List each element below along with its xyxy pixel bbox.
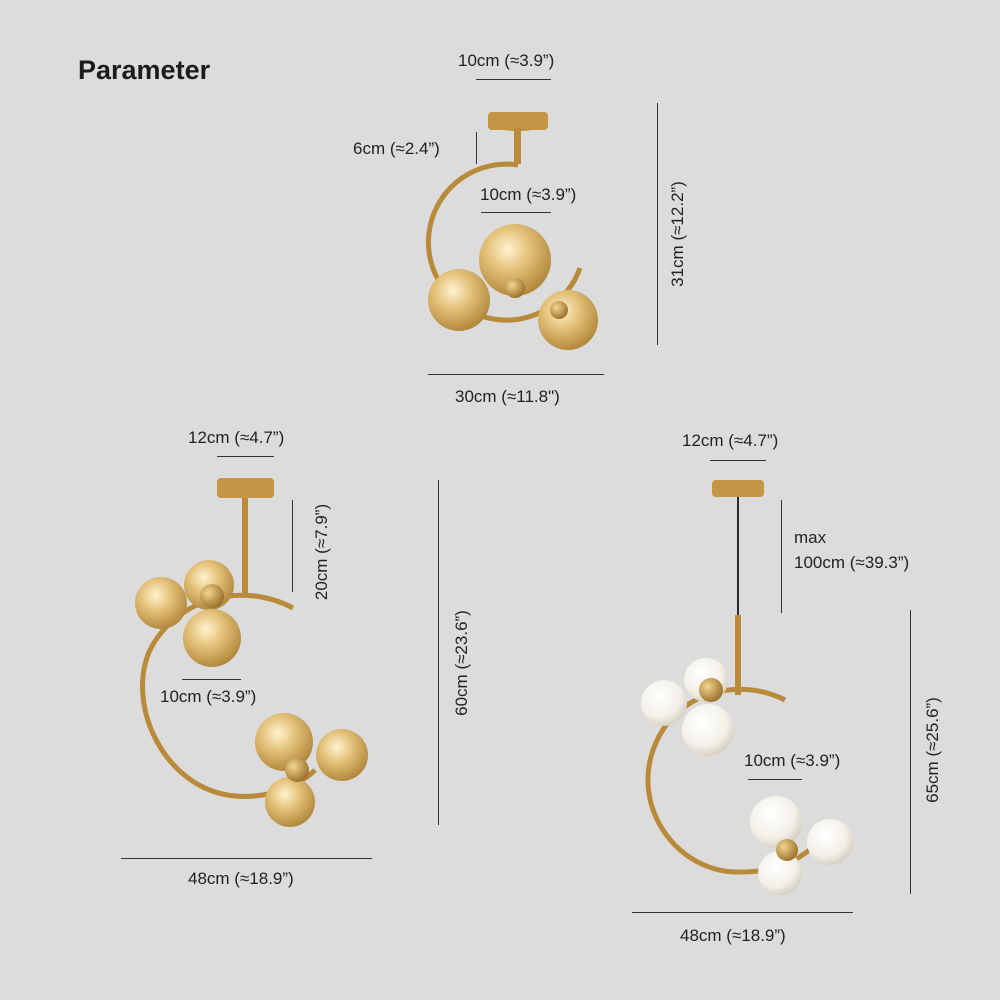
socket xyxy=(550,301,568,319)
width-dimension-line xyxy=(632,912,853,913)
width-dimension-label: 48cm (≈18.9”) xyxy=(680,926,786,945)
stem-dimension-label: 6cm (≈2.4”) xyxy=(353,139,440,158)
canopy-dimension-line xyxy=(217,456,274,457)
socket xyxy=(776,839,798,861)
globe-dimension-line xyxy=(748,779,802,780)
globe-dimension-label: 10cm (≈3.9”) xyxy=(480,185,577,204)
rod-dimension-line xyxy=(292,500,293,592)
height-dimension-label: 65cm (≈25.6”) xyxy=(923,697,942,803)
canopy-dimension-line xyxy=(476,79,551,80)
canopy xyxy=(217,478,274,498)
globe-dimension-line xyxy=(481,212,551,213)
cord-prefix-label: max xyxy=(794,528,827,547)
width-dimension-line xyxy=(121,858,372,859)
opal-globe xyxy=(758,851,802,895)
socket xyxy=(200,584,224,608)
width-dimension-label: 30cm (≈11.8") xyxy=(455,387,560,406)
page-title: Parameter xyxy=(78,55,211,85)
globe-dimension-label: 10cm (≈3.9”) xyxy=(744,751,841,770)
canopy-plate xyxy=(488,112,548,130)
amber-globe xyxy=(538,290,598,350)
amber-globe xyxy=(135,577,187,629)
rod-pendant-lamp xyxy=(135,478,368,827)
socket xyxy=(285,758,309,782)
width-dimension-line xyxy=(428,374,604,375)
amber-globe xyxy=(316,729,368,781)
amber-globe xyxy=(265,777,315,827)
rod xyxy=(242,498,248,594)
height-dimension-line xyxy=(910,610,911,894)
socket xyxy=(505,278,525,298)
canopy-dimension-label: 12cm (≈4.7”) xyxy=(188,428,285,447)
amber-globe xyxy=(183,609,241,667)
canopy-dimension-line xyxy=(710,460,766,461)
opal-globe xyxy=(750,796,802,848)
height-dimension-line xyxy=(438,480,439,825)
opal-globe xyxy=(641,680,687,726)
semi-flush-lamp xyxy=(425,112,598,350)
cord-pendant-lamp xyxy=(641,480,853,895)
amber-globe xyxy=(479,224,551,296)
amber-globe xyxy=(428,269,490,331)
socket xyxy=(699,678,723,702)
cord-dimension-label: 100cm (≈39.3”) xyxy=(794,553,910,572)
amber-globe xyxy=(255,713,313,771)
globe-dimension-label: 10cm (≈3.9”) xyxy=(160,687,257,706)
rod-dimension-label: 20cm (≈7.9”) xyxy=(312,503,331,601)
stem-dimension-line xyxy=(476,132,477,164)
opal-globe xyxy=(682,704,734,756)
opal-globe xyxy=(807,819,853,865)
canopy-dimension-label: 10cm (≈3.9”) xyxy=(458,51,555,70)
cord-dimension-line xyxy=(781,500,782,613)
height-dimension-line xyxy=(657,103,658,345)
height-dimension-label: 31cm (≈12.2”) xyxy=(668,181,687,287)
rod xyxy=(735,615,741,695)
canopy-dimension-label: 12cm (≈4.7”) xyxy=(682,431,779,450)
height-dimension-label: 60cm (≈23.6”) xyxy=(452,610,471,716)
globe-dimension-line xyxy=(182,679,241,680)
width-dimension-label: 48cm (≈18.9”) xyxy=(188,869,294,888)
canopy xyxy=(712,480,764,497)
stem xyxy=(514,128,521,164)
